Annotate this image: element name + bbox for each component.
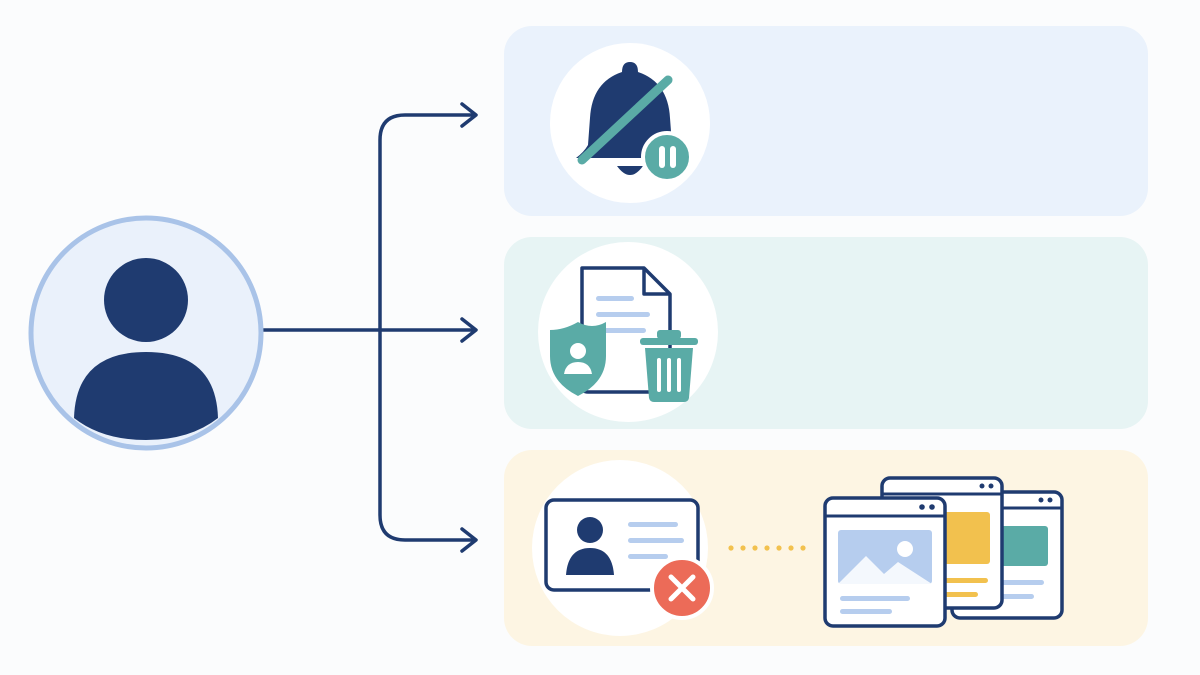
connector-lines bbox=[260, 102, 478, 553]
arrowhead-top bbox=[460, 102, 478, 128]
account-removal-panel bbox=[504, 450, 1148, 646]
edge-bottom bbox=[378, 328, 474, 542]
data-deletion-panel bbox=[504, 237, 1148, 429]
user-node bbox=[28, 215, 264, 451]
arrowhead-bottom bbox=[460, 527, 478, 553]
user-icon bbox=[74, 258, 218, 440]
arrowhead-middle bbox=[460, 317, 478, 343]
notifications-panel bbox=[504, 26, 1148, 216]
edge-top bbox=[378, 113, 474, 332]
